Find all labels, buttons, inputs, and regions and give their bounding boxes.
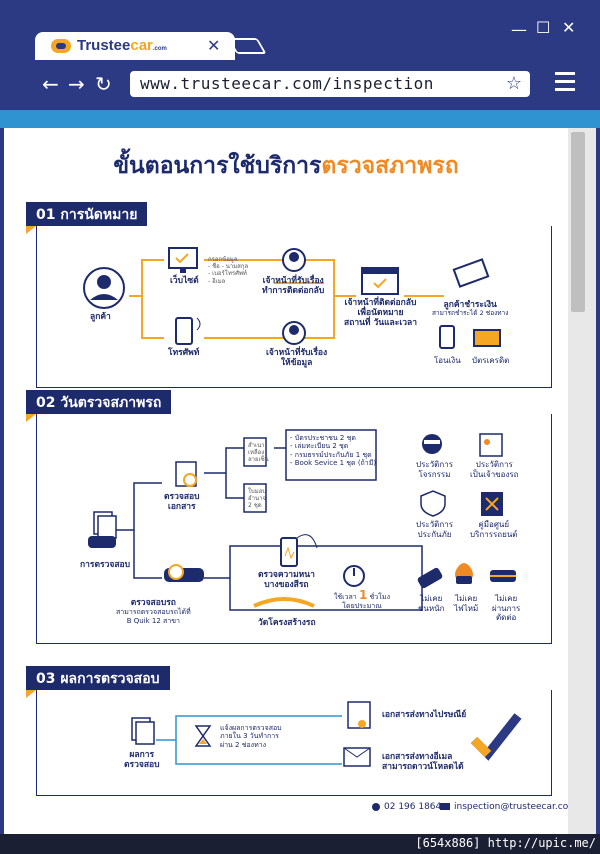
monitor-icon — [168, 247, 198, 273]
structure-label: วัดโครงสร้างรถ — [258, 618, 316, 628]
certificate-icon — [347, 701, 371, 729]
thief-icon — [422, 434, 442, 454]
credit-card-icon — [473, 329, 501, 347]
scrollbar-thumb[interactable] — [571, 132, 585, 312]
section-3-box — [36, 690, 552, 796]
contact-phone[interactable]: 02 196 1864 — [384, 802, 442, 812]
doc-copy-label: สำเนาเหลืองลายเซ็น — [248, 442, 269, 464]
reload-icon[interactable]: ↻ — [95, 72, 112, 96]
close-window-icon[interactable]: ✕ — [562, 18, 576, 37]
staff-info-label: เจ้าหน้าที่รับเรื่องให้ข้อมูล — [266, 348, 328, 369]
theft-history-label: ประวัติการโจรกรรม — [416, 460, 453, 479]
result-docs-icon — [131, 717, 155, 745]
cut-car-icon — [490, 570, 516, 582]
doc-copy-icon — [243, 437, 267, 467]
phone-icon — [175, 317, 201, 345]
customer-label: ลูกค้า — [90, 312, 111, 322]
url-text: www.trusteecar.com/inspection — [140, 74, 434, 93]
post-delivery-label: เอกสารส่งทางไปรษณีย์ — [382, 710, 467, 720]
tab-bar: Trusteecar.com ✕ — ☐ ✕ — [0, 0, 600, 60]
page-title: ขั้นตอนการใช้บริการตรวจสภาพรถ — [113, 153, 459, 179]
owner-card-icon — [479, 433, 503, 457]
customer-icon — [83, 267, 125, 309]
calendar-icon — [361, 267, 399, 295]
car-magnifier-icon — [164, 564, 204, 582]
doc-check-label: ตรวจสอบเอกสาร — [164, 492, 200, 513]
email-delivery-label: เอกสารส่งทางอีเมลสามารถดาวน์โหลดได้ — [382, 752, 464, 773]
service-manual-icon — [481, 492, 503, 516]
close-tab-icon[interactable]: ✕ — [207, 36, 221, 55]
phone-label: โทรศัพท์ — [168, 348, 200, 358]
section-2-label: 02 วันตรวจสภาพรถ — [26, 390, 172, 422]
paint-thickness-label: ตรวจความหนาบางของสีรถ — [258, 570, 315, 591]
tab-title: Trusteecar.com — [77, 37, 167, 54]
bookmark-star-icon[interactable]: ☆ — [505, 73, 522, 94]
paint-gauge-icon — [280, 534, 318, 567]
section-1-label: 01 การนัดหมาย — [26, 202, 148, 234]
payment-label: ลูกค้าชำระเงินสามารถชำระได้ 2 ช่องทาง — [432, 300, 509, 318]
staff-callback-icon — [282, 248, 306, 272]
fire-car-icon — [455, 563, 473, 584]
no-cut-label: ไม่เคยผ่านการตัดต่อ — [492, 594, 521, 623]
inspection-label: การตรวจสอบ — [80, 560, 131, 570]
car-frame-icon — [253, 597, 315, 608]
no-crash-label: ไม่เคยชนหนัก — [418, 594, 445, 613]
section-3-label: 03 ผลการตรวจสอบ — [26, 666, 170, 698]
service-manual-label: คู่มือศูนย์บริการรถยนต์ — [470, 520, 518, 539]
footer-text: [654x886] http://upic.me/ — [415, 836, 596, 850]
owner-history-label: ประวัติการเป็นเจ้าของรถ — [470, 460, 519, 479]
website-label: เว็บไซต์ — [170, 276, 199, 286]
staff-info-icon — [282, 321, 306, 345]
phone-contact-icon — [372, 803, 380, 811]
flow-diagram — [83, 247, 522, 811]
infographic-page: ขั้นตอนการใช้บริการตรวจสภาพรถ 01 การนัดห… — [4, 128, 568, 834]
duration-label: ใช้เวลา 1 ชั่วโมงโดยประมาณ — [334, 588, 390, 611]
forward-arrow-icon[interactable]: → — [68, 72, 85, 96]
doc-requirements-list: - บัตรประชาชน 2 ชุด- เล่มทะเบียน 2 ชุด- … — [290, 434, 377, 468]
checkmark-icon — [470, 713, 522, 761]
mobile-transfer-icon — [439, 325, 455, 349]
section-1-box — [36, 226, 552, 388]
car-check-label: ตรวจสอบรถสามารถตรวจสอบรถได้ที่B Quik 12 … — [116, 598, 191, 625]
appointment-label: เจ้าหน้าที่ติดต่อกลับเพื่อนัดหมายสถานที่… — [344, 298, 417, 329]
section-2-box — [36, 414, 552, 644]
result-label: ผลการตรวจสอบ — [124, 750, 160, 771]
shield-car-icon — [420, 490, 446, 517]
maximize-icon[interactable]: ☐ — [536, 18, 551, 37]
back-arrow-icon[interactable]: ← — [42, 72, 59, 96]
no-fire-label: ไม่เคยไฟไหม้ — [454, 594, 479, 613]
notify-text: แจ้งผลการตรวจสอบภายใน 3 วันทำการผ่าน 2 ช… — [220, 724, 282, 749]
footer-bar: [654x886] http://upic.me/ — [0, 834, 600, 854]
doc-magnifier-icon — [175, 461, 197, 487]
stopwatch-icon — [343, 565, 365, 587]
crash-car-icon — [417, 567, 443, 589]
contact-email[interactable]: inspection@trusteecar.com — [454, 802, 568, 812]
browser-tab[interactable]: Trusteecar.com ✕ — [35, 32, 235, 60]
email-contact-icon — [440, 803, 450, 810]
car-logo-icon — [51, 39, 71, 53]
fill-info-list: กรอกข้อมูล- ชื่อ - นามสกุล- เบอร์โทรศัพท… — [208, 256, 249, 285]
doc-form-icon — [243, 483, 267, 513]
email-laptop-icon — [343, 747, 371, 767]
minimize-icon[interactable]: — — [511, 20, 527, 39]
payment-card-icon — [452, 258, 490, 288]
nav-bar: ← → ↻ www.trusteecar.com/inspection ☆ — [0, 60, 600, 110]
transfer-label: โอนเงิน — [434, 356, 461, 365]
menu-icon[interactable] — [555, 72, 575, 94]
loading-bar — [0, 110, 600, 128]
insurance-history-label: ประวัติการประกันภัย — [416, 520, 453, 539]
documents-icon — [93, 511, 117, 539]
credit-card-label: บัตรเครดิต — [472, 356, 510, 365]
address-bar[interactable]: www.trusteecar.com/inspection ☆ — [130, 71, 530, 97]
hourglass-icon — [194, 725, 212, 747]
car-front-icon — [88, 536, 116, 548]
staff-callback-label: เจ้าหน้าที่รับเรื่องทำการติดต่อกลับ — [262, 276, 325, 297]
